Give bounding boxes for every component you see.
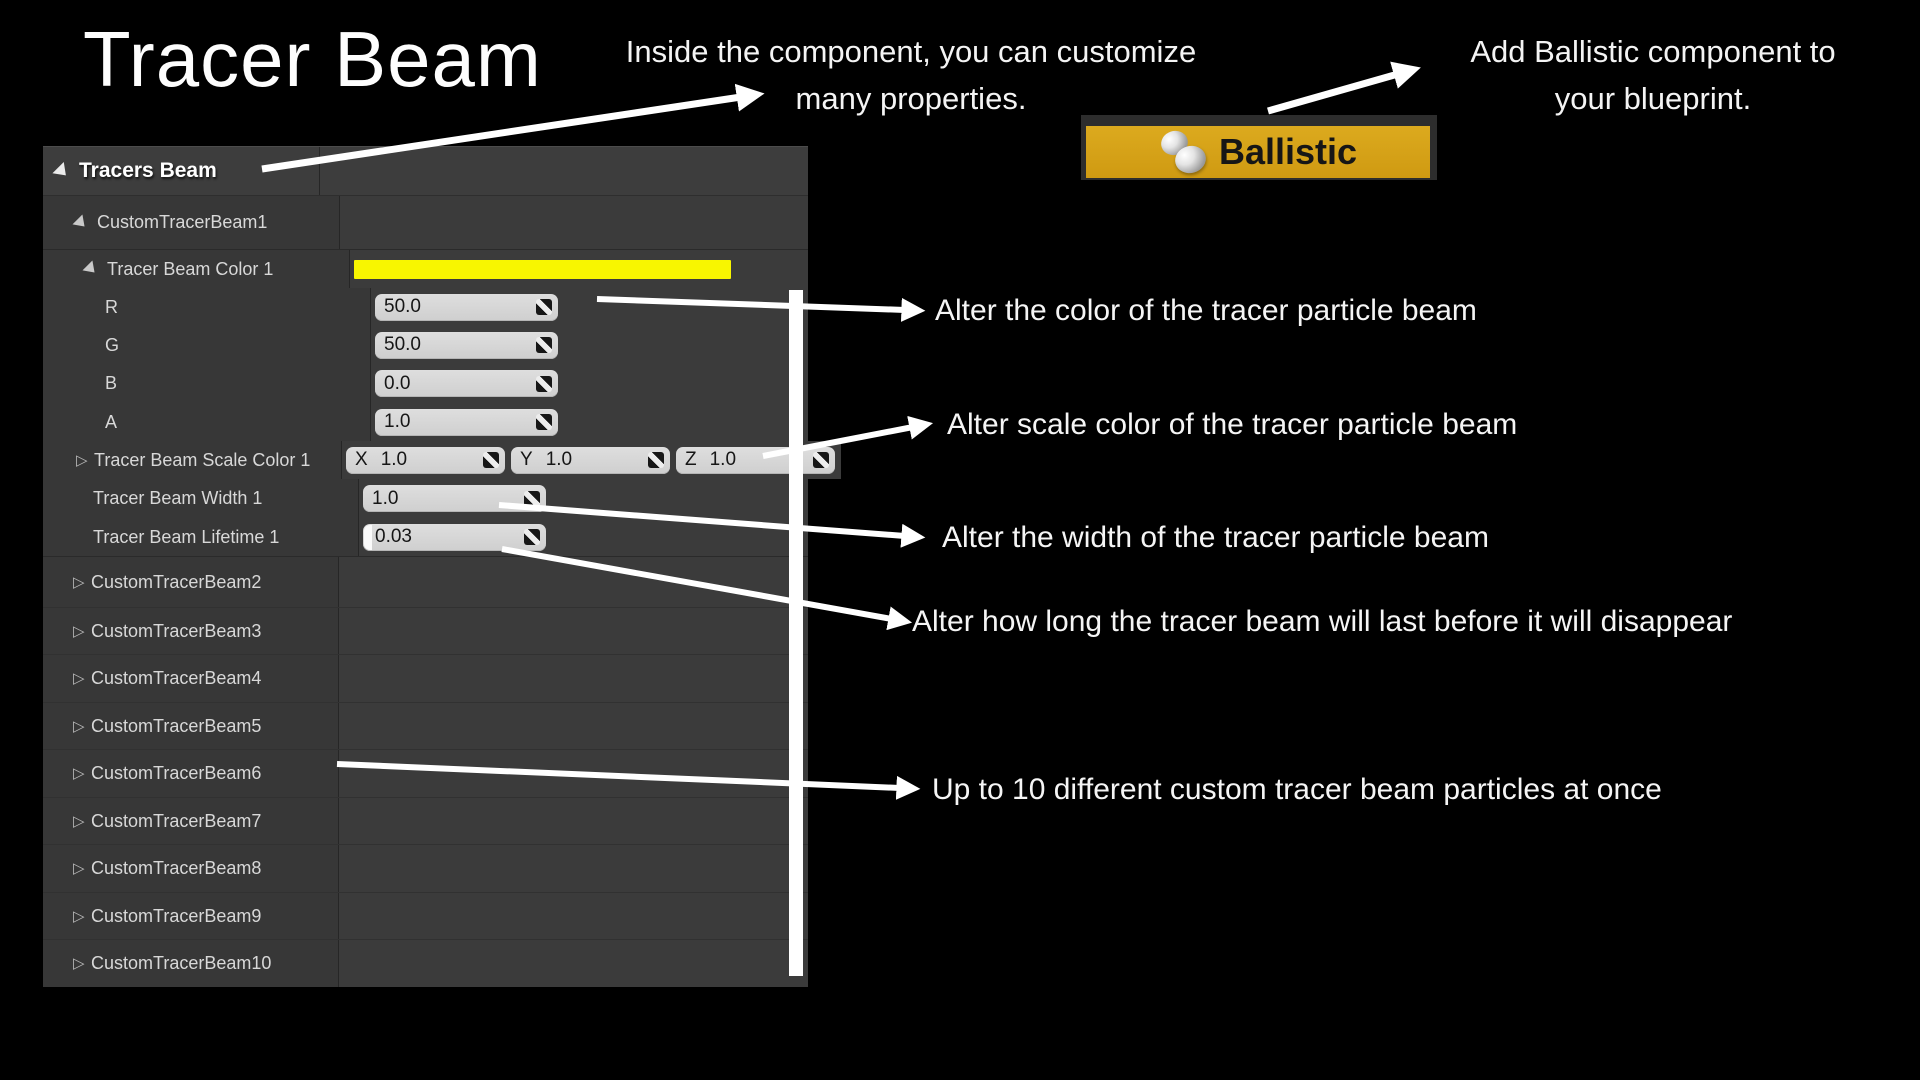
group-label: CustomTracerBeam3: [91, 620, 262, 641]
annotation-add-component: Add Ballistic component to your blueprin…: [1437, 28, 1869, 122]
group-label: CustomTracerBeam7: [91, 810, 262, 831]
drag-slider-icon[interactable]: [524, 529, 540, 545]
collapsed-arrow-icon[interactable]: ▷: [76, 450, 88, 469]
channel-label: G: [105, 334, 120, 355]
property-row-a: A 1.0: [43, 403, 808, 441]
property-row-r: R 50.0: [43, 288, 808, 326]
annotation-lifetime: Alter how long the tracer beam will last…: [912, 605, 1733, 638]
group-label: CustomTracerBeam6: [91, 763, 262, 783]
annotation-line: your blueprint.: [1554, 81, 1752, 116]
drag-slider-icon[interactable]: [483, 452, 499, 468]
annotation-line: Add Ballistic component to: [1470, 34, 1836, 69]
expanded-arrow-icon[interactable]: [52, 161, 72, 181]
drag-slider-icon[interactable]: [536, 414, 552, 430]
property-label: Tracer Beam Scale Color 1: [94, 449, 311, 470]
drag-slider-icon[interactable]: [536, 337, 552, 353]
page-title: Tracer Beam: [83, 15, 542, 103]
group-row-beam3[interactable]: ▷ CustomTracerBeam3: [43, 607, 808, 654]
property-label: Tracer Beam Lifetime 1: [93, 526, 280, 547]
numeric-input-width[interactable]: 1.0: [363, 485, 546, 512]
collapsed-arrow-icon[interactable]: ▷: [73, 954, 85, 972]
ballistic-component-surface[interactable]: Ballistic: [1086, 126, 1430, 178]
channel-label: A: [105, 411, 118, 432]
drag-slider-icon[interactable]: [813, 452, 829, 468]
collapsed-arrow-icon[interactable]: ▷: [73, 859, 85, 877]
property-row-g: G 50.0: [43, 326, 808, 364]
drag-slider-icon[interactable]: [536, 299, 552, 315]
group-row-beam9[interactable]: ▷ CustomTracerBeam9: [43, 892, 808, 939]
expanded-arrow-icon[interactable]: [72, 214, 90, 231]
group-row-beam2[interactable]: ▷ CustomTracerBeam2: [43, 556, 808, 607]
collapsed-arrow-icon[interactable]: ▷: [73, 621, 85, 640]
annotation-width: Alter the width of the tracer particle b…: [942, 521, 1489, 554]
scrollbar-thumb[interactable]: [789, 290, 803, 976]
spheres-icon: [1157, 127, 1209, 177]
collapsed-arrow-icon[interactable]: ▷: [73, 716, 85, 735]
numeric-input-g[interactable]: 50.0: [375, 331, 558, 359]
numeric-input-a[interactable]: 1.0: [375, 408, 558, 436]
group-label: CustomTracerBeam1: [97, 212, 268, 232]
property-label: Tracer Beam Width 1: [93, 488, 263, 508]
group-label: CustomTracerBeam4: [91, 668, 262, 688]
annotation-inside-component: Inside the component, you can customize …: [600, 28, 1222, 122]
property-row-lifetime: Tracer Beam Lifetime 1 0.03: [43, 518, 808, 556]
group-label: CustomTracerBeam8: [91, 858, 262, 878]
ballistic-component-button[interactable]: Ballistic: [1081, 115, 1437, 180]
annotation-line: many properties.: [795, 81, 1027, 116]
group-row-beam1[interactable]: CustomTracerBeam1: [43, 196, 808, 249]
property-row-b: B 0.0: [43, 364, 808, 403]
property-row-scale-color: ▷ Tracer Beam Scale Color 1 X 1.0 Y 1.0 …: [43, 441, 841, 479]
property-row-color[interactable]: Tracer Beam Color 1: [43, 249, 808, 288]
group-label: CustomTracerBeam2: [91, 571, 262, 592]
group-label: CustomTracerBeam5: [91, 715, 262, 736]
group-row-beam6[interactable]: ▷ CustomTracerBeam6: [43, 749, 808, 797]
channel-label: B: [105, 373, 118, 393]
numeric-input-z[interactable]: Z 1.0: [676, 446, 835, 474]
channel-label: R: [105, 296, 118, 317]
annotation-line: Inside the component, you can customize: [625, 34, 1197, 69]
group-row-beam4[interactable]: ▷ CustomTracerBeam4: [43, 654, 808, 702]
annotation-color: Alter the color of the tracer particle b…: [935, 294, 1477, 327]
color-swatch[interactable]: [354, 259, 731, 279]
collapsed-arrow-icon[interactable]: ▷: [73, 572, 85, 591]
drag-slider-icon[interactable]: [648, 452, 664, 468]
property-row-width: Tracer Beam Width 1 1.0: [43, 479, 808, 518]
group-row-beam7[interactable]: ▷ CustomTracerBeam7: [43, 797, 808, 844]
collapsed-arrow-icon[interactable]: ▷: [73, 906, 85, 925]
collapsed-arrow-icon[interactable]: ▷: [73, 669, 85, 687]
drag-slider-icon[interactable]: [524, 490, 540, 507]
group-label: CustomTracerBeam9: [91, 905, 262, 926]
arrow-add-component: [1267, 61, 1421, 115]
property-label: Tracer Beam Color 1: [107, 258, 274, 279]
numeric-input-x[interactable]: X 1.0: [346, 446, 505, 474]
numeric-input-y[interactable]: Y 1.0: [511, 446, 670, 474]
text-caret: [364, 524, 372, 550]
expanded-arrow-icon[interactable]: [82, 260, 100, 278]
group-row-beam10[interactable]: ▷ CustomTracerBeam10: [43, 939, 808, 987]
numeric-input-b[interactable]: 0.0: [375, 370, 558, 397]
group-row-beam8[interactable]: ▷ CustomTracerBeam8: [43, 844, 808, 892]
category-header-row[interactable]: Tracers Beam: [43, 147, 808, 196]
ballistic-label: Ballistic: [1218, 131, 1358, 172]
group-label: CustomTracerBeam10: [91, 953, 272, 973]
annotation-scale-color: Alter scale color of the tracer particle…: [947, 408, 1518, 441]
group-row-beam5[interactable]: ▷ CustomTracerBeam5: [43, 702, 808, 749]
category-header-label: Tracers Beam: [79, 159, 217, 182]
numeric-input-lifetime[interactable]: 0.03: [363, 523, 546, 551]
collapsed-arrow-icon[interactable]: ▷: [73, 764, 85, 782]
annotation-count: Up to 10 different custom tracer beam pa…: [932, 773, 1662, 806]
numeric-input-r[interactable]: 50.0: [375, 293, 558, 321]
drag-slider-icon[interactable]: [536, 375, 552, 392]
collapsed-arrow-icon[interactable]: ▷: [73, 811, 85, 830]
details-panel: Tracers Beam CustomTracerBeam1 Tracer Be…: [43, 146, 841, 987]
